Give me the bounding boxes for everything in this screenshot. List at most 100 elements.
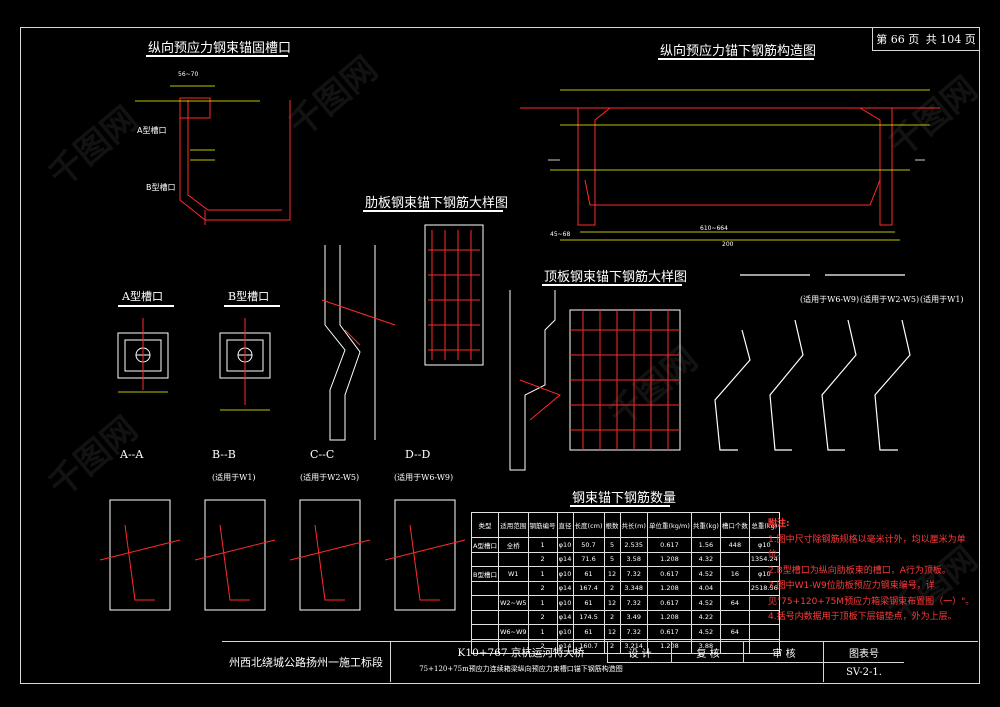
table-cell: 1.208 xyxy=(646,551,692,567)
table-cell: φ14 xyxy=(556,609,574,625)
note-item: 1.图中尺寸除钢筋规格以毫米计外，均以厘米为单位。 xyxy=(768,534,966,561)
table-cell xyxy=(471,609,499,625)
table-cell: 0.617 xyxy=(646,537,692,553)
table-cell: 1.208 xyxy=(646,580,692,596)
title-quantity: 钢束锚下钢筋数量 xyxy=(572,491,677,506)
sheet-number: SV-2-1. xyxy=(823,662,904,682)
table-cell: 1 xyxy=(527,566,558,582)
b-slot-label: B型槽口 xyxy=(146,182,176,192)
table-cell xyxy=(719,638,750,654)
design-label: 设 计 xyxy=(607,642,672,663)
dim-label: 45~68 xyxy=(550,231,570,238)
table-cell: 16 xyxy=(719,566,750,582)
table-cell: 4.32 xyxy=(690,551,721,567)
table-cell: φ14 xyxy=(556,638,574,654)
table-cell: 61 xyxy=(572,624,605,640)
section-note: (适用于W6-W9) xyxy=(394,473,454,482)
table-cell: 1.56 xyxy=(690,537,721,553)
table-cell xyxy=(471,551,499,567)
table-cell xyxy=(719,551,750,567)
dim-label: 610~664 xyxy=(700,225,728,232)
dim-label: 56~70 xyxy=(178,71,198,78)
table-cell xyxy=(719,580,750,596)
table-cell: 0.617 xyxy=(646,566,692,582)
table-cell: 1 xyxy=(527,537,558,553)
table-cell: 2 xyxy=(603,609,621,625)
table-header: 单位重(kg/m) xyxy=(646,512,692,538)
table-cell: 3.214 xyxy=(619,638,648,654)
table-cell xyxy=(497,551,529,567)
table-cell: 61 xyxy=(572,595,605,611)
section-title: A--A xyxy=(120,448,144,461)
table-cell: A型槽口 xyxy=(471,537,499,553)
table-cell: 4.22 xyxy=(690,609,721,625)
title-block: 州西北绕城公路扬州一施工标段 K10+767 京杭运河特大桥 75+120+75… xyxy=(222,641,978,682)
table-cell: 71.6 xyxy=(572,551,605,567)
title-b-slot: B型槽口 xyxy=(228,290,270,303)
page-current: 第 66 页 xyxy=(876,33,920,46)
title-rib-detail: 肋板钢束锚下钢筋大样图 xyxy=(365,196,509,211)
table-cell: 4.04 xyxy=(690,580,721,596)
table-cell xyxy=(471,595,499,611)
table-cell: 12 xyxy=(603,566,621,582)
detail-note: (适用于W2-W5) xyxy=(860,295,920,304)
table-cell: 7.32 xyxy=(619,624,648,640)
table-cell: φ10 xyxy=(556,624,574,640)
check-label: 审 核 xyxy=(743,642,824,663)
table-cell: 61 xyxy=(572,566,605,582)
table-cell: 64 xyxy=(719,624,750,640)
table-cell: 1 xyxy=(527,595,558,611)
title-anchor-slot: 纵向预应力钢束锚固槽口 xyxy=(148,41,292,56)
table-cell: φ14 xyxy=(556,580,574,596)
dim-label: 200 xyxy=(722,241,734,248)
table-header: 共长(m) xyxy=(619,512,648,538)
note-item: 2.B型槽口为纵向肋板束的槽口，A行为顶板。 xyxy=(768,565,951,576)
title-top-detail: 顶板钢束锚下钢筋大样图 xyxy=(544,270,688,285)
table-cell: 2 xyxy=(527,551,558,567)
table-cell: 167.4 xyxy=(572,580,605,596)
table-header: 长度(cm) xyxy=(572,512,605,538)
table-cell: 1 xyxy=(527,624,558,640)
table-header: 总重(kg) xyxy=(748,512,780,538)
table-cell: W1 xyxy=(497,566,529,582)
table-header: 共重(kg) xyxy=(690,512,721,538)
table-cell: 3.58 xyxy=(619,551,648,567)
a-slot-label: A型槽口 xyxy=(137,125,166,135)
drawing-name: 75+120+75m预应力连续箱梁纵向预应力束槽口锚下钢筋构造图 xyxy=(419,665,623,673)
table-cell: 4.52 xyxy=(690,566,721,582)
table-cell: B型槽口 xyxy=(471,566,499,582)
section-note: (适用于W2-W5) xyxy=(300,473,360,482)
title-a-slot: A型槽口 xyxy=(122,290,163,303)
table-cell xyxy=(471,638,499,654)
table-cell: 50.7 xyxy=(572,537,605,553)
table-cell xyxy=(497,580,529,596)
table-cell: 1.208 xyxy=(646,638,692,654)
note-item: 4.括号内数据用于顶板下层锚垫点，外为上层。 xyxy=(768,612,957,622)
table-cell xyxy=(748,624,780,640)
table-cell: φ10 xyxy=(556,566,574,582)
table-cell xyxy=(719,609,750,625)
table-header: 根数 xyxy=(603,512,621,538)
table-cell xyxy=(748,638,780,654)
table-cell: W6~W9 xyxy=(497,624,529,640)
section-note: (适用于W1) xyxy=(212,473,256,482)
table-header: 直径 xyxy=(556,512,574,538)
table-cell: 64 xyxy=(719,595,750,611)
project-name: 州西北绕城公路扬州一施工标段 xyxy=(229,656,383,669)
table-cell xyxy=(497,609,529,625)
section-title: B--B xyxy=(212,448,236,461)
table-cell: 4.52 xyxy=(690,624,721,640)
detail-note: (适用于W6-W9) xyxy=(800,295,860,304)
table-cell: 448 xyxy=(719,537,750,553)
table-cell xyxy=(471,580,499,596)
table-header: 适用范围 xyxy=(497,512,529,538)
page-indicator: 第 66 页 共 104 页 xyxy=(872,27,980,51)
table-cell: 2 xyxy=(603,580,621,596)
review-label: 复 核 xyxy=(671,642,744,663)
table-cell: 5 xyxy=(603,551,621,567)
table-cell: 5 xyxy=(603,537,621,553)
